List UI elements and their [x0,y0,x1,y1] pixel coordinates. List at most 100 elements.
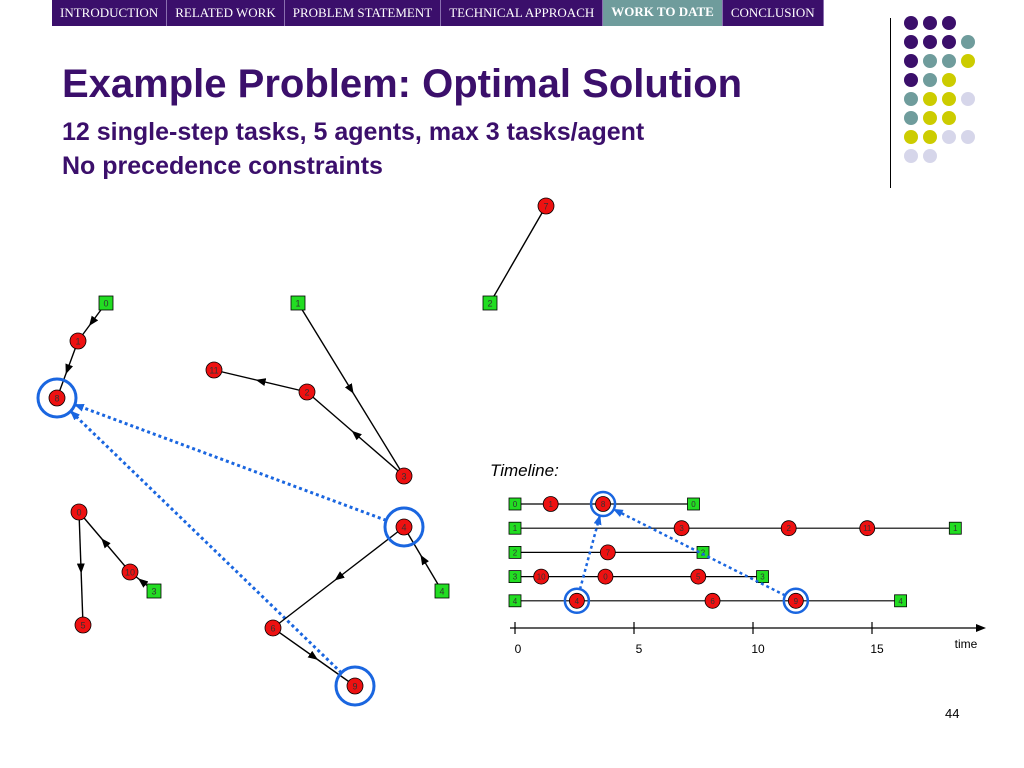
decor-dot [923,54,937,68]
task-node-label: 9 [352,682,357,692]
nav-tab-problem-statement[interactable]: PROBLEM STATEMENT [285,0,442,26]
timeline-highlight-ring [563,587,591,615]
decor-dot [904,16,918,30]
timeline-label: Timeline: [490,461,559,480]
timeline-agent-label: 2 [513,548,518,557]
route-edge [297,302,405,477]
time-axis-tick-label: 5 [636,642,643,656]
agent-node-label: 3 [151,587,156,597]
decor-dot [904,54,918,68]
decor-dot [961,92,975,106]
timeline-task-marker [780,520,797,537]
decor-dot [961,54,975,68]
nav-tab-related-work[interactable]: RELATED WORK [167,0,285,26]
timeline-task-marker [787,592,804,609]
timeline-highlight-ring [782,587,810,615]
time-axis-tick-label: 10 [751,642,765,656]
task-node [70,503,88,521]
agent-node-label: 1 [295,299,300,309]
timeline-task-label: 1 [548,500,553,509]
decor-dot [942,35,956,49]
time-axis-tick-label: 0 [515,642,522,656]
agent-node [98,295,114,311]
nav-tab-conclusion[interactable]: CONCLUSION [723,0,824,26]
decor-dot [923,111,937,125]
task-node-label: 8 [54,394,59,404]
task-node-label: 3 [401,472,406,482]
nav-tab-introduction[interactable]: INTRODUCTION [52,0,168,26]
page-number: 44 [945,706,960,721]
timeline-agent-label: 4 [513,597,518,606]
swap-link [69,410,343,674]
timeline-task-marker [690,568,707,585]
timeline-agent-marker [508,497,522,511]
timeline-task-label: 9 [794,597,799,606]
decor-dot [961,130,975,144]
decor-dot [904,130,918,144]
task-node-label: 6 [270,624,275,634]
timeline-agent-label: 0 [691,500,696,509]
decor-dot [923,130,937,144]
task-node [121,563,139,581]
decor-dot [904,35,918,49]
timeline-swap-link [612,508,786,597]
route-edge [403,526,443,592]
timeline-agent-marker [756,570,769,583]
agent-node [482,295,498,311]
timeline-task-marker [599,544,616,561]
slide-title: Example Problem: Optimal Solution [62,62,743,106]
timeline-task-marker [859,520,876,537]
agent-node [290,295,306,311]
decor-dot [942,130,956,144]
highlight-ring [36,377,78,419]
nav-tab-work-to-date[interactable]: WORK TO DATE [603,0,723,26]
highlight-ring [383,506,425,548]
decor-dot [923,16,937,30]
decor-dot [923,149,937,163]
timeline-task-marker [704,592,721,609]
timeline-agent-marker [508,570,522,583]
task-node [205,361,223,379]
decor-dot [904,149,918,163]
time-axis-arrow [976,624,986,632]
decor-dot [942,16,956,30]
decor-dot [904,92,918,106]
decor-dot [904,73,918,87]
task-node [264,619,282,637]
timeline-task-label: 10 [537,573,546,582]
decor-dot [942,92,956,106]
timeline-agent-label: 2 [701,548,706,557]
route-edge [272,627,356,687]
slide-subtitle-constraints: No precedence constraints [62,152,383,180]
decor-dot [923,35,937,49]
decor-dot [961,35,975,49]
agent-node-label: 4 [439,587,444,597]
timeline-agent-label: 1 [513,524,518,533]
timeline-agent-label: 4 [898,597,903,606]
task-node [69,332,87,350]
nav-tab-technical-approach[interactable]: TECHNICAL APPROACH [441,0,604,26]
route-edge [489,205,547,304]
decorative-dot-grid [904,16,975,163]
timeline-task-label: 7 [606,548,611,557]
timeline-task-label: 0 [603,573,608,582]
timeline-task-marker [597,568,614,585]
task-node [537,197,555,215]
highlight-ring [334,665,376,707]
timeline-task-marker [533,568,550,585]
timeline-task-label: 3 [679,524,684,533]
task-node-label: 2 [304,388,309,398]
task-node-label: 1 [75,337,80,347]
task-node-label: 11 [209,366,218,376]
agent-node [146,583,162,599]
task-node [48,389,66,407]
timeline-task-marker [595,496,611,512]
decor-dot [942,111,956,125]
task-node-label: 0 [76,508,81,518]
task-node-label: 5 [80,621,85,631]
timeline-task-marker [568,592,585,609]
timeline-task-marker [542,496,559,512]
slide-subtitle-tasks: 12 single-step tasks, 5 agents, max 3 ta… [62,118,645,146]
agent-node [434,583,450,599]
